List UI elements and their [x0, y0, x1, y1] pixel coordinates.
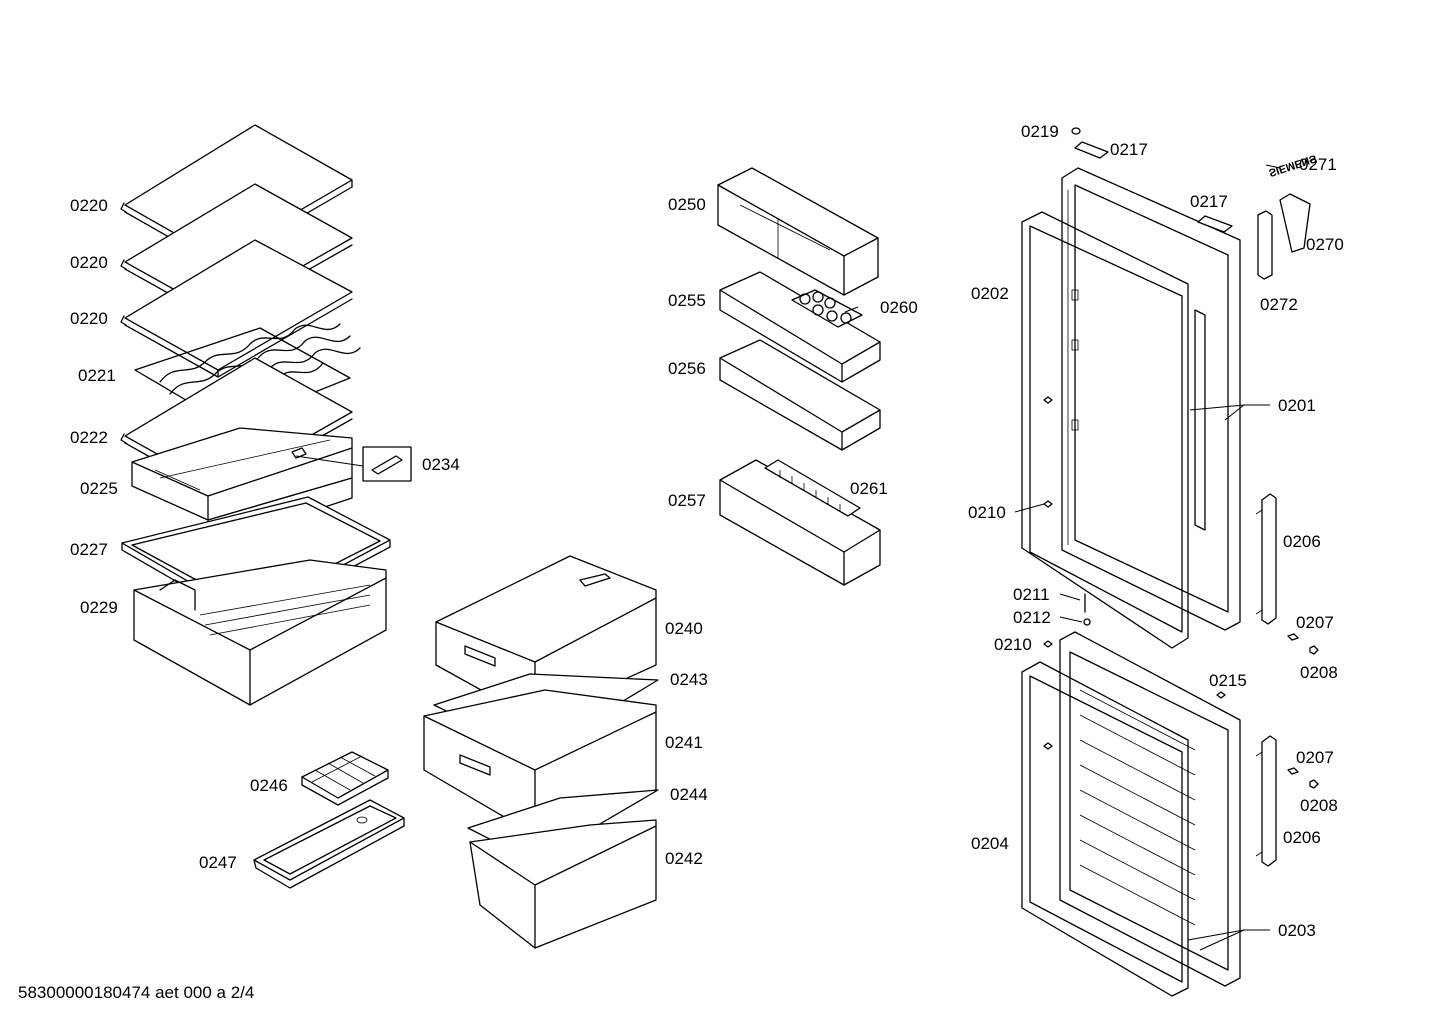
- label-0247: 0247: [199, 853, 237, 872]
- label-0260: 0260: [880, 298, 918, 317]
- part-0219-cap: [1071, 127, 1081, 135]
- label-0261: 0261: [850, 479, 888, 498]
- freezer-drawer-0242: [469, 819, 657, 949]
- label-0207-lower: 0207: [1296, 748, 1334, 767]
- label-0220-middle: 0220: [70, 253, 108, 272]
- label-0215: 0215: [1209, 671, 1247, 690]
- label-0208-upper: 0208: [1300, 663, 1338, 682]
- label-0220-top: 0220: [70, 196, 108, 215]
- door-shelf-0255: [719, 271, 881, 383]
- label-0271: 0271: [1299, 155, 1337, 174]
- label-0234: 0234: [422, 455, 460, 474]
- trim-cover-0270: [1279, 193, 1311, 253]
- label-0244: 0244: [670, 785, 708, 804]
- label-0219: 0219: [1021, 122, 1059, 141]
- butter-compartment-0250: [717, 167, 879, 296]
- freezer-door-0204: [1059, 631, 1241, 987]
- document-reference-footer: 58300000180474 aet 000 a 2/4: [18, 983, 254, 1002]
- label-0220-lower: 0220: [70, 309, 108, 328]
- label-0229: 0229: [80, 598, 118, 617]
- label-0242: 0242: [665, 849, 703, 868]
- ice-tray-0247: [253, 799, 405, 889]
- label-0221: 0221: [78, 366, 116, 385]
- label-0222: 0222: [70, 428, 108, 447]
- label-0217-a: 0217: [1110, 140, 1148, 159]
- label-0250: 0250: [668, 195, 706, 214]
- label-0204: 0204: [971, 834, 1009, 853]
- door-handle-lower-0206: [1255, 735, 1277, 867]
- label-0203: 0203: [1278, 921, 1316, 940]
- label-0227: 0227: [70, 540, 108, 559]
- bottle-holder-0261: [764, 459, 861, 517]
- label-0270: 0270: [1306, 235, 1344, 254]
- part-0217-cover-a: [1074, 141, 1109, 159]
- door-handle-upper-0206: [1255, 493, 1277, 625]
- label-0256: 0256: [668, 359, 706, 378]
- label-0243: 0243: [670, 670, 708, 689]
- leader-lines: [844, 164, 1281, 951]
- label-0210-lower: 0210: [994, 635, 1032, 654]
- door-shelf-0256: [719, 339, 881, 451]
- door-shelf-0257: [719, 459, 881, 586]
- label-0207-upper: 0207: [1296, 613, 1334, 632]
- label-0272: 0272: [1260, 295, 1298, 314]
- label-0225: 0225: [80, 479, 118, 498]
- door-seal-0202: [1021, 211, 1189, 649]
- ice-cube-tray-0246: [301, 751, 389, 806]
- fridge-door-0201: [1061, 167, 1241, 631]
- label-0255: 0255: [668, 291, 706, 310]
- part-0217-cover-b: [1197, 215, 1233, 233]
- label-0208-lower: 0208: [1300, 796, 1338, 815]
- label-0217-b: 0217: [1190, 192, 1228, 211]
- vegetable-bin-0229: [133, 559, 387, 706]
- trim-0272: [1257, 210, 1273, 280]
- label-0241: 0241: [665, 733, 703, 752]
- label-0210-upper: 0210: [968, 503, 1006, 522]
- door-seal-0203: [1021, 661, 1189, 997]
- label-0240: 0240: [665, 619, 703, 638]
- label-0257: 0257: [668, 491, 706, 510]
- label-0202: 0202: [971, 284, 1009, 303]
- hinge-pins: [1043, 396, 1319, 789]
- label-0211: 0211: [1013, 585, 1050, 604]
- part-0234-callout: [291, 446, 412, 482]
- egg-tray-0260: [791, 289, 863, 328]
- label-0212: 0212: [1013, 608, 1051, 627]
- label-0206-upper: 0206: [1283, 532, 1321, 551]
- label-0206-lower: 0206: [1283, 828, 1321, 847]
- label-0201: 0201: [1278, 396, 1316, 415]
- label-0246: 0246: [250, 776, 288, 795]
